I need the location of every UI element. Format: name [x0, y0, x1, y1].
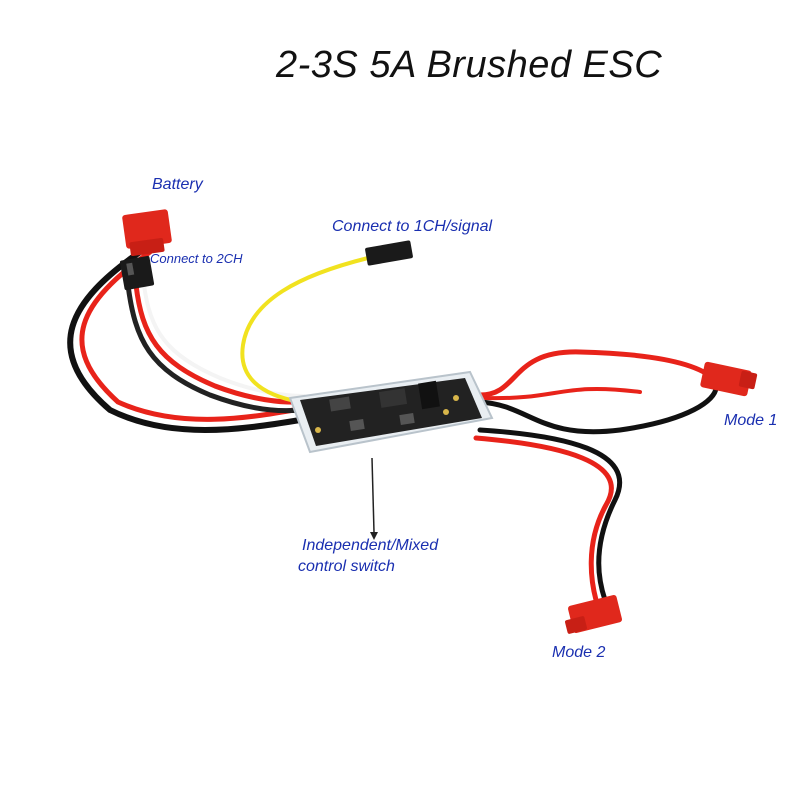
signal-connector-1ch: [365, 240, 413, 266]
product-title: 2-3S 5A Brushed ESC: [276, 44, 663, 86]
label-switch-line1: Independent/Mixed: [302, 537, 439, 554]
label-mode-2: Mode 2: [552, 644, 606, 661]
label-battery: Battery: [152, 176, 203, 193]
signal-wire-1ch: [240, 256, 370, 404]
mode2-wires: [473, 427, 623, 603]
label-switch-line2: control switch: [298, 558, 395, 575]
mode1-connector: [700, 361, 758, 397]
servo-connector-2ch: [119, 255, 155, 291]
label-connect-1ch: Connect to 1CH/signal: [332, 218, 493, 235]
battery-connector: [122, 209, 172, 257]
mode2-connector: [565, 595, 623, 634]
battery-wires: [67, 249, 308, 433]
esc-board: [288, 370, 494, 454]
label-connect-2ch: Connect to 2CH: [150, 251, 243, 266]
label-mode-1: Mode 1: [724, 412, 778, 429]
servo-lead-2ch: [125, 282, 306, 414]
mode1-wires: [477, 349, 719, 435]
switch-pointer: [370, 457, 378, 540]
